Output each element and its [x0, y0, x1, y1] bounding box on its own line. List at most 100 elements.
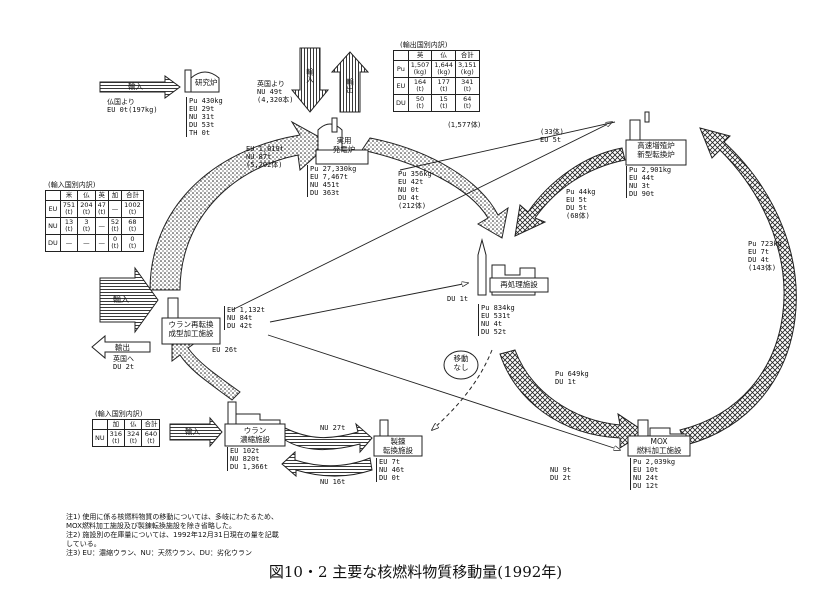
table-header [45, 190, 61, 201]
import2-table-caption: (輸入国別内訳) [95, 410, 143, 418]
import-label-large: 輸入 [113, 295, 129, 304]
arrow-conv-to-enrich [281, 450, 373, 478]
table-cell: 164 (t) [407, 77, 433, 95]
reproc-du-inflow: DU 1t [447, 295, 469, 303]
table-cell: 1,507 (kg) [407, 60, 433, 78]
table-cell: — [94, 217, 109, 235]
table-header: 英 [407, 50, 433, 61]
table-cell: — [107, 200, 123, 218]
conv-label: 製錬 転換施設 [383, 437, 413, 455]
reprocess-building-icon [477, 238, 549, 296]
power-label: 実用 発電炉 [332, 136, 356, 154]
import-table-caption: (輸入国別内訳) [48, 181, 96, 189]
table-cell: 3 (t) [77, 217, 96, 235]
arrow-enrich-to-urc [171, 334, 241, 401]
export-arrow-left [91, 334, 151, 360]
note-line: 注3) EU：濃縮ウラン、NU：天然ウラン、DU：劣化ウラン [66, 549, 252, 557]
mox-building-icon [627, 419, 691, 457]
line-urc-to-fbr [231, 122, 612, 311]
arrow-urc-to-power [149, 120, 331, 291]
no-move-label: 移動 なし [453, 354, 469, 372]
table-cell: 47 (t) [94, 200, 109, 218]
export-label-up: 輸出 [345, 78, 355, 93]
no-move-bubble [443, 350, 479, 380]
fbr-label: 高速増殖炉 新型転換炉 [637, 141, 675, 159]
urc-eu-up: EU 26t [212, 346, 238, 354]
notes: 注1) 使用に係る核燃料物質の移動については、多岐にわたるため、 MOX燃料加工… [66, 513, 279, 558]
table-header: 合計 [121, 190, 144, 201]
research-label: 研究炉 [195, 78, 218, 87]
research-building-icon [184, 69, 220, 93]
table-cell: 68 (t) [121, 217, 144, 235]
table-header: 合計 [141, 419, 161, 430]
enrich-label: ウラン 濃縮施設 [240, 426, 270, 444]
note-line: 注1) 使用に係る核燃料物質の移動については、多岐にわたるため、 [66, 513, 279, 521]
table-cell: 177 (t) [431, 77, 456, 95]
table-cell: 52 (t) [107, 217, 123, 235]
export-total: (1,577体) [448, 121, 481, 129]
table-header [92, 419, 108, 430]
table-cell: DU [393, 94, 409, 112]
table-cell: 324 (t) [124, 429, 143, 447]
table-cell: 1002 (t) [121, 200, 144, 218]
table-cell: 204 (t) [77, 200, 96, 218]
table-header: 仏 [77, 190, 96, 201]
table-header: 加 [106, 419, 126, 430]
import-arrow-research [99, 75, 181, 99]
table-header: 仏 [124, 419, 143, 430]
fbr-building-icon [625, 111, 687, 166]
table-cell: 1,644 (kg) [431, 60, 456, 78]
table-cell: 13 (t) [59, 217, 79, 235]
table-cell: — [59, 234, 79, 252]
fbr-inflow: (33体)EU 5t [540, 128, 564, 144]
table-cell: 640 (t) [141, 429, 161, 447]
line-power-to-fbr [399, 121, 616, 171]
table-cell: 316 (t) [106, 429, 126, 447]
import-label-research: 輸入 [128, 82, 143, 91]
table-header: 米 [59, 190, 79, 201]
arrow-no-move [432, 349, 493, 430]
export-label-left: 輸出 [115, 343, 130, 352]
import-label-enrich: 輸入 [185, 427, 200, 436]
table-header: 合計 [454, 50, 480, 61]
table-cell: NU [45, 217, 61, 235]
flow-nu27: NU 27t [320, 424, 346, 432]
table-header: 英 [94, 190, 109, 201]
table-cell: 15 (t) [431, 94, 456, 112]
mox-label: MOX 燃料加工施設 [636, 437, 682, 455]
table-cell: NU [92, 429, 108, 447]
line-urc-to-reprocess [269, 283, 468, 323]
table-cell: 64 (t) [454, 94, 480, 112]
table-cell: 3,151 (kg) [454, 60, 480, 78]
import-label-down: 輸入 [305, 68, 315, 83]
table-cell: 0 (t) [121, 234, 144, 252]
figure-caption: 図10・2 主要な核燃料物質移動量(1992年) [268, 563, 563, 581]
table-cell: — [94, 234, 109, 252]
power-building-icon [315, 117, 369, 165]
table-cell: 751 (t) [59, 200, 79, 218]
arrow-power-to-reprocess [361, 137, 509, 239]
note-line: している。 [66, 540, 101, 548]
table-header: 加 [107, 190, 123, 201]
note-line: 注2) 施設別の在庫量については、1992年12月31日現在の量を記載 [66, 531, 279, 539]
import-arrow-large [99, 266, 159, 334]
arrow-fbr-to-reprocess [514, 147, 626, 237]
table-cell: Pu [393, 60, 409, 78]
